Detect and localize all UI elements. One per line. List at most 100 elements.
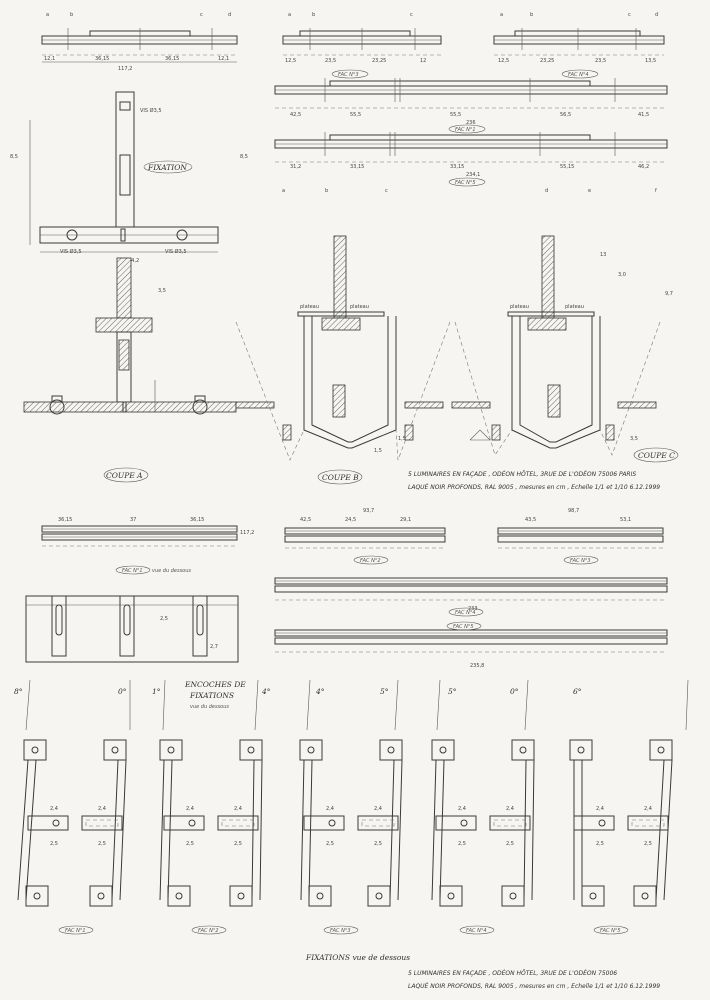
fac-hole: [657, 746, 665, 754]
dim-top-c-3: 13,5: [645, 58, 656, 64]
coupe-b: plateau plateau COUPE B 1,5 1,5: [235, 235, 451, 485]
fac-tab-top: [239, 739, 263, 761]
svg-text:b: b: [530, 12, 533, 18]
dim-mid-b-1: 24,5: [345, 517, 356, 523]
angle-5: 5°: [380, 687, 389, 696]
fac-crossbar: [627, 815, 669, 831]
svg-text:c: c: [385, 188, 388, 194]
vis-left: VIS Ø3,5: [60, 248, 82, 255]
fac-dim-a: 2,4: [506, 806, 514, 812]
fac-bottom-2: FAC N°2: [198, 928, 219, 934]
fac-dim-b: 2,5: [326, 841, 334, 847]
svg-text:b: b: [70, 12, 73, 18]
fac-slot: [631, 819, 665, 827]
dim-top-b-2: 23,25: [372, 58, 386, 64]
encoches-title-2: FIXATIONS: [189, 691, 234, 700]
dim-coupe-c-2: 3,0: [618, 272, 626, 278]
fac-hole: [52, 819, 60, 827]
fac-label-mid-a: FAC N°1: [122, 568, 143, 574]
angle-6: 5°: [448, 687, 457, 696]
fac-hole: [509, 892, 517, 900]
fac-tab-top: [649, 739, 673, 761]
dim-enc-a: 2,7: [210, 644, 218, 650]
dim-top-a-3: 12,1: [218, 56, 229, 62]
fac-dim-b: 2,5: [50, 841, 58, 847]
dim-bar1-1: 55,5: [350, 112, 361, 118]
vis-right: VIS Ø3,5: [165, 248, 187, 255]
title-block-bottom: 5 LUMINAIRES EN FAÇADE , ODÉON HÔTEL, 3R…: [408, 969, 660, 990]
dim-mid-a-total: 117,2: [240, 530, 254, 536]
svg-text:d: d: [228, 12, 231, 18]
fac-dim-a: 2,4: [374, 806, 382, 812]
dim-mid-b-total: 93,7: [363, 508, 374, 514]
dim-coupe-b-1: 1,5: [398, 436, 406, 442]
fac-tab-bottom: [633, 885, 657, 907]
svg-text:a: a: [288, 12, 291, 18]
svg-text:b: b: [325, 188, 328, 194]
mid-profile-b: 42,5 24,5 29,1 93,7 FAC N°2: [284, 508, 446, 565]
fac-leg: [159, 759, 165, 901]
fac-labels-bottom: FAC N°1 FAC N°2 FAC N°3 FAC N°4 FAC N°5: [58, 925, 629, 935]
fac-bottom-1: FAC N°1: [65, 928, 86, 934]
dim-top-c-2: 23,5: [595, 58, 606, 64]
plateau-left-c: plateau: [510, 304, 529, 310]
note-bottom-line2: LAQUÉ NOIR PROFONDS, RAL 9005 , mesures …: [408, 982, 660, 990]
encoches-view: 2,7 2,5 ENCOCHES DE FIXATIONS vue du des…: [25, 595, 246, 710]
fac-label-bar2: FAC N°5: [455, 180, 476, 186]
fac-tab-bottom: [439, 885, 463, 907]
fac-hole: [111, 746, 119, 754]
fac-slot: [85, 819, 119, 827]
vis-top: VIS Ø3,5: [140, 107, 162, 114]
fac-tab-top: [569, 739, 593, 761]
vue-dessous-mid: vue du dessous: [152, 568, 191, 574]
fac-hole: [375, 892, 383, 900]
fac-tab-bottom: [167, 885, 191, 907]
fac-hole: [97, 892, 105, 900]
fac-hole: [460, 819, 468, 827]
fac-bottom-4: FAC N°4: [466, 928, 487, 934]
dim-coupe-c-3: 9,7: [665, 291, 673, 297]
fac-hole: [307, 746, 315, 754]
fac-tab-top: [299, 739, 323, 761]
mid-profile-c: 43,5 53,1 98,7 FAC N°3: [497, 508, 664, 565]
svg-text:a: a: [282, 188, 285, 194]
angle-4: 4°: [315, 687, 325, 696]
dim-bar1-2: 55,5: [450, 112, 461, 118]
dim-mid-a-1: 37: [130, 517, 136, 523]
svg-text:b: b: [312, 12, 315, 18]
dim-coupe-b-2: 1,5: [374, 448, 382, 454]
fac-crossbar: [489, 815, 531, 831]
note-middle-line2: LAQUÉ NOIR PROFONDS, RAL 9005 , mesures …: [408, 483, 660, 491]
dim-mid-a-0: 36,15: [58, 517, 72, 523]
plateau-right-b: plateau: [350, 304, 369, 310]
mid-long-bar-2: 235,8 FAC N°5: [274, 621, 668, 669]
dim-fix-h-left: 8,5: [10, 154, 18, 160]
dim-mid-c-0: 43,5: [525, 517, 536, 523]
fac-hole: [519, 746, 527, 754]
fac-leg: [531, 759, 535, 901]
fac-tab-bottom: [367, 885, 391, 907]
dim-top-a-0: 12,1: [44, 56, 55, 62]
fac-dim-b: 2,5: [186, 841, 194, 847]
dim-bar2-total: 234,1: [466, 172, 480, 178]
fac-crossbar: [217, 815, 259, 831]
fac-label-mid-b: FAC N°2: [360, 558, 381, 564]
fac-crossbar: [163, 815, 205, 831]
svg-text:c: c: [628, 12, 631, 18]
dim-top-c-0: 12,5: [498, 58, 509, 64]
fac-dim-a: 2,4: [234, 806, 242, 812]
svg-text:d: d: [655, 12, 658, 18]
dim-coupe-c-4: 3,5: [630, 436, 638, 442]
fac-crossbar: [27, 815, 69, 831]
fac-hole: [33, 892, 41, 900]
long-bar-1: 42,5 55,5 55,5 56,5 41,5 236 FAC N°1: [274, 78, 668, 134]
dim-top-a-2: 36,15: [165, 56, 179, 62]
dim-fix-h-right: 8,5: [240, 154, 248, 160]
svg-text:e: e: [588, 188, 591, 194]
note-middle-line1: 5 LUMINAIRES EN FAÇADE , ODÉON HÔTEL, 3R…: [408, 470, 636, 478]
fac-hole: [328, 819, 336, 827]
